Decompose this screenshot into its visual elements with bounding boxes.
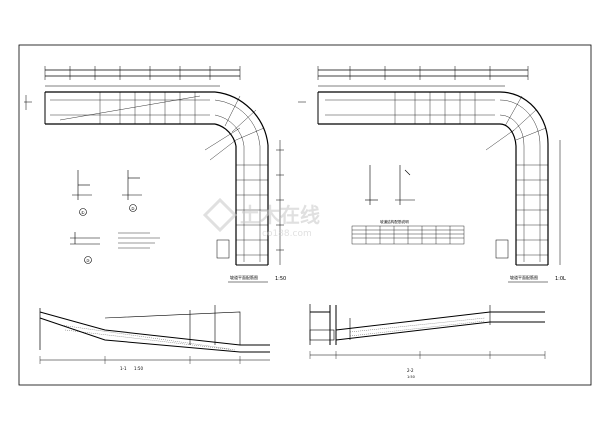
detail-label-2: ② [131, 206, 135, 211]
section-right-label: 2-2 [407, 368, 414, 373]
watermark-text: 土木在线 [240, 203, 320, 227]
section-left [39, 305, 270, 364]
section-left-label: 1-1 [120, 366, 127, 371]
watermark: 土木在线 co188.com [202, 197, 320, 239]
watermark-logo-icon [202, 197, 238, 233]
section-left-scale: 1:50 [134, 366, 143, 371]
left-ramp-plan [24, 66, 284, 266]
detail-label-3: ③ [86, 258, 90, 263]
left-plan-scale: 1:50 [275, 276, 286, 282]
rebar-details [70, 170, 142, 264]
right-ramp-plan [298, 66, 561, 266]
right-plan-scale: 1:0L [555, 276, 566, 282]
notes-title: 坡道结构配筋说明 [380, 219, 409, 224]
right-details [365, 165, 415, 205]
sheet-border [18, 44, 592, 386]
left-plan-title: 坡道平面配筋图 [230, 274, 258, 280]
detail-label-1: ① [81, 210, 85, 215]
rebar-table [351, 225, 465, 245]
section-right [309, 304, 546, 359]
right-plan-title: 坡道平面配筋图 [510, 274, 538, 280]
left-notes-block [118, 232, 160, 249]
section-right-scale: 1:50 [407, 375, 415, 379]
watermark-sub: co188.com [262, 229, 312, 239]
